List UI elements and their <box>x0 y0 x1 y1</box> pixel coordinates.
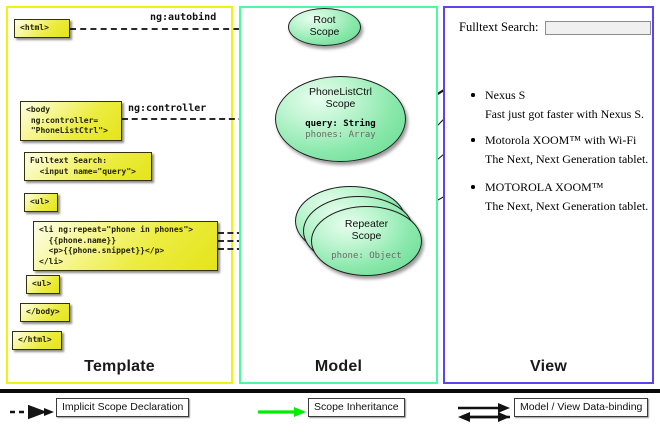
view-item-name: MOTOROLA XOOM™ <box>485 180 604 194</box>
scope-phonelistctrl-title: PhoneListCtrl Scope <box>308 86 373 111</box>
scope-phonelistctrl-prop-phones: phones: Array <box>305 129 376 140</box>
legend-label-scope-inheritance: Scope Inheritance <box>308 398 405 417</box>
ng-autobind-label: ng:autobind <box>150 12 217 23</box>
legend-label-model-view-data-binding: Model / View Data-binding <box>514 398 649 417</box>
scope-root[interactable]: Root Scope <box>288 8 361 46</box>
legend-label-implicit-scope-declaration: Implicit Scope Declaration <box>56 398 190 417</box>
template-box-html-open[interactable]: <html> <box>14 19 70 38</box>
scope-phonelistctrl-prop-query: query: String <box>305 118 376 129</box>
scope-root-title: Root Scope <box>309 14 340 39</box>
view-search-input[interactable] <box>544 20 651 35</box>
view-item-snippet: The Next, Next Generation tablet. <box>485 152 649 166</box>
bullet-icon <box>471 185 475 189</box>
legend: Implicit Scope Declaration Scope Inherit… <box>0 398 660 435</box>
view-item-name: Motorola XOOM™ with Wi-Fi <box>485 133 637 147</box>
template-box-ul-open[interactable]: <ul> <box>24 193 58 212</box>
template-box-body-close[interactable]: </body> <box>20 303 70 322</box>
ng-controller-line <box>122 118 264 120</box>
legend-divider <box>0 389 660 393</box>
model-column-label: Model <box>314 358 363 375</box>
template-column-label: Template <box>84 358 155 375</box>
legend-icon-layer <box>10 403 510 422</box>
template-box-body-open[interactable]: <body ng:controller= "PhoneListCtrl"> <box>20 101 122 141</box>
scope-repeater-front[interactable]: Repeater Scope phone: Object <box>311 206 422 276</box>
view-search-row: Fulltext Search: <box>459 20 651 35</box>
bullet-icon <box>471 138 475 142</box>
view-item-name: Nexus S <box>485 88 526 102</box>
view-item-snippet: Fast just got faster with Nexus S. <box>485 107 644 121</box>
scope-repeater-title: Repeater Scope <box>344 218 389 243</box>
view-search-label: Fulltext Search: <box>459 20 539 34</box>
template-box-ul-close[interactable]: <ul> <box>26 275 60 294</box>
view-column: Fulltext Search: Nexus S Fast just got f… <box>443 6 654 384</box>
scope-repeater-prop-phone: phone: Object <box>331 250 402 261</box>
template-box-li-repeat[interactable]: <li ng:repeat="phone in phones"> {{phone… <box>33 221 218 272</box>
bullet-icon <box>471 93 475 97</box>
template-box-fulltext-search[interactable]: Fulltext Search: <input name="query"> <box>24 152 152 182</box>
view-item-snippet: The Next, Next Generation tablet. <box>485 199 649 213</box>
view-content: Fulltext Search: Nexus S Fast just got f… <box>445 8 652 382</box>
ng-controller-label: ng:controller <box>128 103 207 114</box>
scope-phonelistctrl[interactable]: PhoneListCtrl Scope query: String phones… <box>275 76 406 162</box>
template-box-html-close[interactable]: </html> <box>12 331 62 350</box>
view-column-label: View <box>530 358 567 375</box>
ng-autobind-line <box>70 28 270 30</box>
